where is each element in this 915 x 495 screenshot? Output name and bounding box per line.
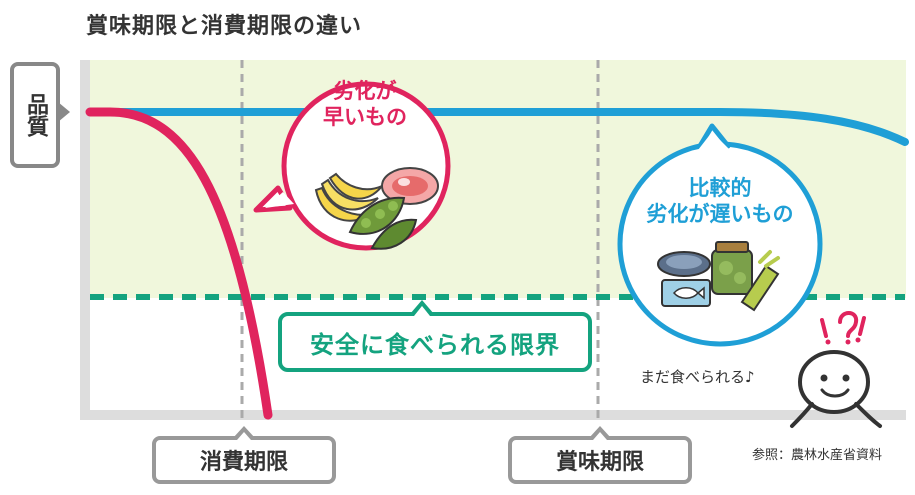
fast-bubble-text: 劣化が 早いもの (290, 78, 440, 131)
source-note: 参照：農林水産省資料 (752, 448, 883, 463)
fast-degradation-curve (85, 107, 273, 420)
y-axis (80, 60, 90, 418)
fish-can-icon (661, 279, 711, 307)
smiley-character-icon (790, 311, 882, 428)
pickles-pack-icon (740, 250, 780, 312)
diagram-title: 賞味期限と消費期限の違い (86, 14, 363, 39)
safety-limit-label: 安全に食べられる限界 (278, 300, 592, 372)
meat-icon (381, 167, 439, 205)
slow-bubble-text: 比較的 劣化が遅いもの (615, 175, 825, 228)
canned-food-icon (657, 251, 711, 277)
pickle-jar-icon (711, 241, 753, 295)
x-axis (80, 410, 906, 420)
still-edible-text: まだ食べられる♪ (640, 368, 755, 386)
slow-bubble-line2: 劣化が遅いもの (646, 202, 794, 227)
best-before-date-label: 賞味期限 (508, 426, 692, 484)
fast-bubble-line1: 劣化が (333, 79, 397, 103)
quality-axis-label: 品質 (10, 62, 70, 168)
slow-degradation-curve (86, 108, 909, 146)
edamame-icon (348, 196, 418, 250)
fast-bubble-line2: 早いもの (323, 105, 407, 130)
slow-bubble-line1: 比較的 (688, 176, 752, 200)
consume-by-date-label: 消費期限 (152, 426, 336, 484)
